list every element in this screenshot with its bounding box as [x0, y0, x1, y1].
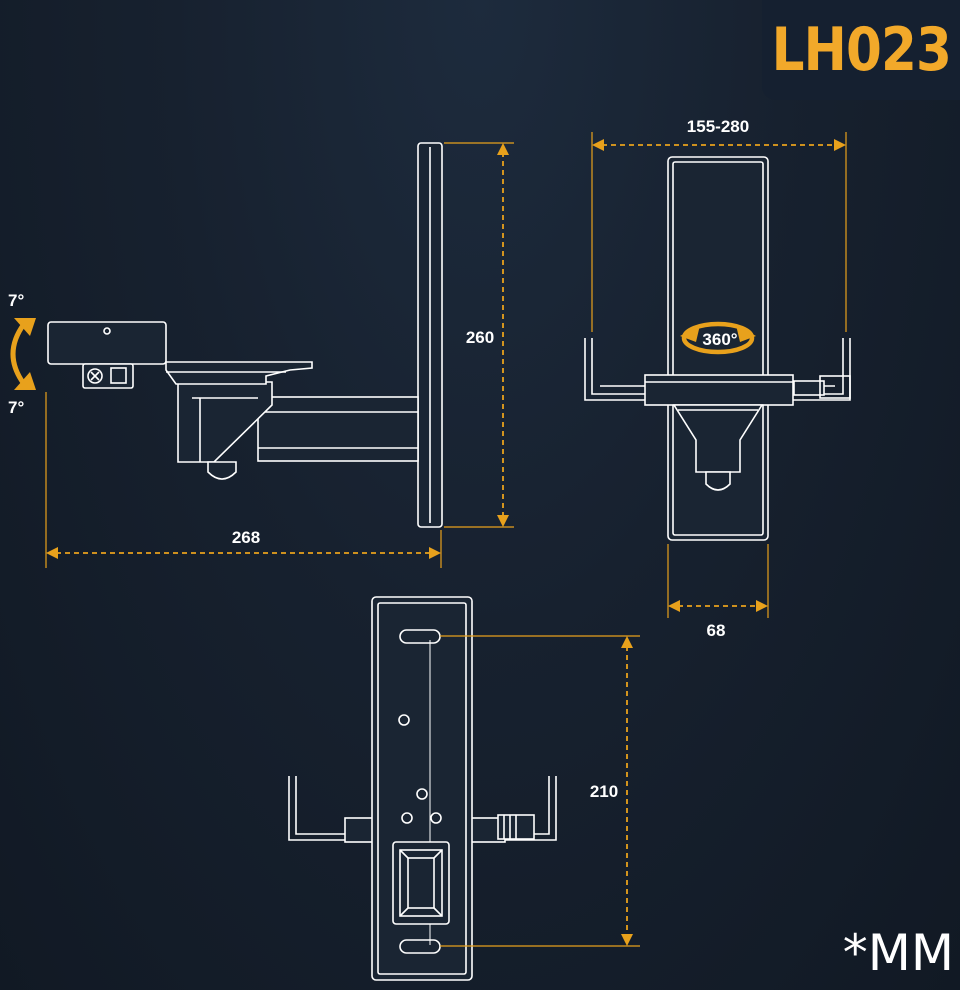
hole	[430, 812, 442, 824]
front-pivot-knob	[705, 471, 731, 491]
front-clamp-bar	[644, 374, 794, 406]
hole-spacing-label: 210	[590, 782, 618, 801]
dim-hole-spacing	[440, 635, 640, 947]
side-view	[10, 142, 443, 528]
front-wall-plate	[667, 156, 769, 541]
width-label: 268	[232, 528, 260, 547]
unit-label: *MM	[842, 924, 954, 982]
back-center-block	[392, 841, 450, 925]
tilt-arrow	[10, 322, 27, 386]
side-arm	[257, 396, 419, 462]
dim-clamp-range	[591, 132, 847, 332]
hole	[401, 812, 413, 824]
model-number: LH023	[771, 15, 951, 85]
front-lower-joint	[672, 404, 764, 473]
side-pivot-knob	[207, 461, 237, 480]
dim-height	[444, 142, 514, 528]
rotation-label: 360°	[702, 330, 737, 349]
hole	[416, 788, 428, 800]
back-view	[288, 596, 557, 981]
height-label: 260	[466, 328, 494, 347]
model-badge: LH023	[762, 0, 960, 100]
front-slide	[793, 380, 825, 396]
clamp-range-label: 155-280	[687, 117, 749, 136]
dim-plate-width	[667, 544, 769, 618]
tilt-up-label: 7°	[8, 291, 24, 310]
side-tray-rail	[165, 361, 313, 385]
dim-width	[45, 392, 442, 568]
side-lock-screw	[82, 363, 134, 389]
rotation-arrow	[681, 321, 755, 355]
plate-width-label: 68	[707, 621, 726, 640]
front-view	[584, 156, 851, 541]
tilt-down-label: 7°	[8, 398, 24, 417]
hole	[398, 714, 410, 726]
